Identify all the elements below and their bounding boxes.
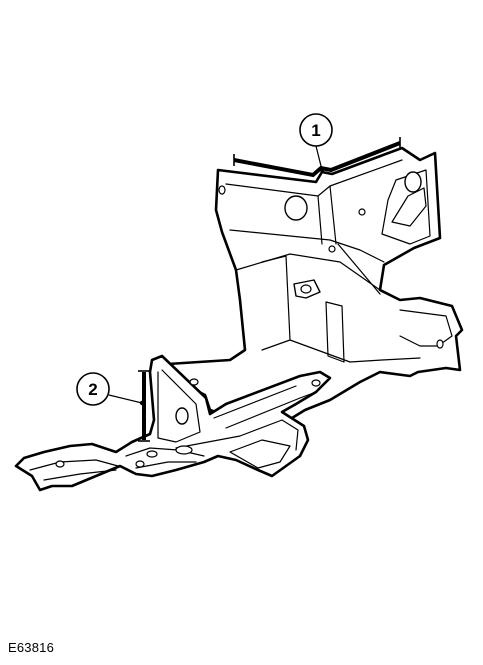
panel-inner-rib <box>317 185 381 295</box>
hole <box>358 208 366 216</box>
floor-left-tab <box>29 459 119 481</box>
callout-2-circle <box>76 372 110 406</box>
hole <box>189 378 199 386</box>
lower-floor-outline <box>14 354 332 492</box>
hole <box>218 185 226 195</box>
figure-reference-code: E63816 <box>8 640 55 655</box>
hole <box>404 171 422 193</box>
panel-right-slot <box>391 187 427 227</box>
callout-2-leader <box>108 394 143 404</box>
hole <box>436 339 444 349</box>
floor-channel <box>325 301 345 363</box>
callout-1-leader <box>315 145 323 171</box>
floor-under-channel <box>229 439 291 469</box>
floor-inner-line <box>157 369 201 443</box>
hole <box>311 379 321 387</box>
callout-1: 1 <box>299 113 333 173</box>
floor-step-line <box>261 255 421 363</box>
hole <box>55 460 65 468</box>
floor-ledge <box>399 309 453 347</box>
callout-2-label: 2 <box>88 380 97 399</box>
hole <box>328 245 336 253</box>
floor-crease <box>213 385 317 429</box>
callout-2-dot <box>139 400 145 406</box>
hole <box>175 445 193 455</box>
panel-fold-line <box>229 229 385 263</box>
callout-1-dot <box>319 167 325 173</box>
callout-2: 2 <box>76 372 145 406</box>
bracket-part <box>14 146 464 492</box>
panel-right-flange <box>381 169 431 245</box>
floor-crease-2 <box>175 419 299 451</box>
hole <box>146 450 158 458</box>
hole <box>284 195 308 221</box>
panel-inner-line <box>225 159 403 197</box>
hole <box>135 460 145 468</box>
hole <box>175 407 189 425</box>
callout-1-circle <box>299 113 333 147</box>
mount-hole <box>300 284 312 294</box>
callout-1-label: 1 <box>311 121 320 140</box>
floor-mid-tab <box>125 447 205 469</box>
